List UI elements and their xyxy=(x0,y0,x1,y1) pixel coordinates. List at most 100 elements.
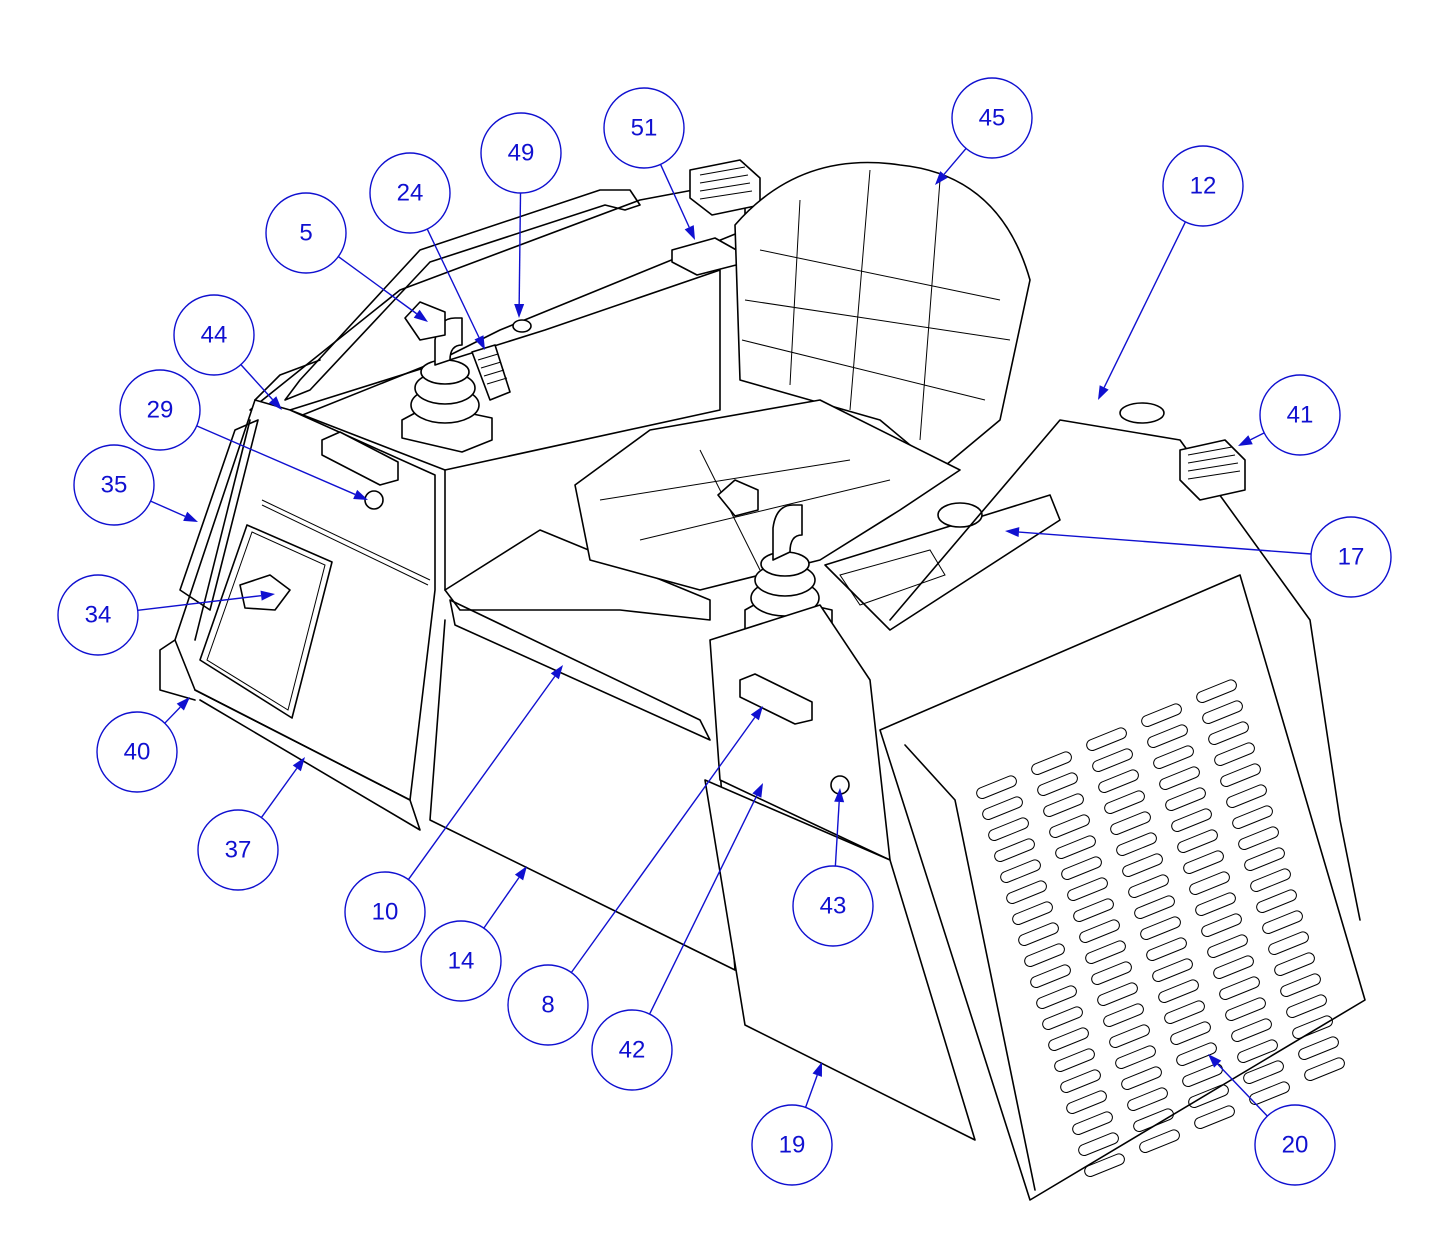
arrowhead xyxy=(1005,527,1020,538)
grille-slot xyxy=(1195,892,1236,917)
grille-slot xyxy=(1237,1039,1278,1064)
right-console-front xyxy=(709,604,891,861)
arrowhead xyxy=(752,783,763,798)
callout-circle xyxy=(1259,374,1341,456)
grille-slot xyxy=(988,817,1029,842)
callout-35: 35 xyxy=(73,444,198,526)
arrowhead xyxy=(514,303,525,318)
grille-slot xyxy=(1304,1057,1345,1082)
right-side-cover xyxy=(889,419,1361,921)
callout-label: 43 xyxy=(820,893,847,920)
pad-51 xyxy=(671,237,741,276)
leader-line xyxy=(1018,531,1312,555)
grille-slot xyxy=(1134,895,1175,920)
callout-circle xyxy=(173,294,255,376)
grille-slot xyxy=(1177,829,1218,854)
callout-circle xyxy=(73,444,155,526)
grille-20 xyxy=(879,574,1366,1201)
grille-slot xyxy=(1194,1105,1235,1130)
grille-slot xyxy=(1103,1003,1144,1028)
callout-label: 34 xyxy=(85,602,112,629)
right-lower-panel-19 xyxy=(704,779,976,1141)
callout-19: 19 xyxy=(751,1062,833,1186)
callout-circle xyxy=(507,964,589,1046)
grille-slot xyxy=(1244,847,1285,872)
left-joystick xyxy=(401,301,493,453)
callout-label: 45 xyxy=(979,105,1006,132)
leader-line xyxy=(150,500,186,517)
callout-40: 40 xyxy=(96,697,190,793)
leader-line xyxy=(426,228,480,338)
grille-slot xyxy=(1189,871,1230,896)
arrowhead xyxy=(176,697,190,711)
callout-44: 44 xyxy=(173,294,282,410)
callout-label: 41 xyxy=(1287,402,1314,429)
grille-slot xyxy=(1061,856,1102,881)
grille-slot xyxy=(1042,1006,1083,1031)
callout-34: 34 xyxy=(57,574,275,656)
arrowhead xyxy=(413,309,428,322)
grille-slot xyxy=(1214,742,1255,767)
arrowhead xyxy=(550,665,563,680)
grille-slot xyxy=(1170,1021,1211,1046)
grille-slot xyxy=(1104,790,1145,815)
grille-slot xyxy=(1066,1090,1107,1115)
grille-slot xyxy=(976,775,1017,800)
grille-slot xyxy=(1188,1084,1229,1109)
callout-circle xyxy=(751,1104,833,1186)
callout-circle xyxy=(1254,1104,1336,1186)
grille-slot xyxy=(1012,901,1053,926)
callout-label: 35 xyxy=(101,472,128,499)
operator-seat xyxy=(574,161,1031,591)
grille-slot xyxy=(1153,745,1194,770)
grille-slot xyxy=(1000,859,1041,884)
callout-12: 12 xyxy=(1098,145,1244,400)
leader-line xyxy=(260,767,298,818)
grille-slot xyxy=(1067,877,1108,902)
leader-line xyxy=(1103,221,1187,388)
grille-slot xyxy=(1078,1132,1119,1157)
grille-slot xyxy=(1116,832,1157,857)
grille-slot xyxy=(1232,805,1273,830)
grille-slot xyxy=(1060,1069,1101,1094)
callout-circle xyxy=(792,865,874,947)
leader-line xyxy=(648,795,758,1015)
arrowhead xyxy=(834,788,845,803)
grille-slot xyxy=(1268,931,1309,956)
grille-slot xyxy=(1098,769,1139,794)
grille-slot xyxy=(1092,748,1133,773)
grille-slot xyxy=(1084,1153,1125,1178)
callout-circle xyxy=(951,77,1033,159)
callout-label: 20 xyxy=(1282,1132,1309,1159)
leader-line xyxy=(659,164,690,228)
grille-slot xyxy=(1226,784,1267,809)
callout-17: 17 xyxy=(1005,516,1392,598)
grille-slot xyxy=(1006,880,1047,905)
left-lower-panel xyxy=(194,689,421,831)
arrowhead xyxy=(292,757,305,772)
grille-slot xyxy=(1231,1018,1272,1043)
callout-label: 42 xyxy=(619,1037,646,1064)
grille-slot xyxy=(994,838,1035,863)
leader-line xyxy=(196,425,356,496)
grille-slot xyxy=(1249,1081,1290,1106)
callout-45: 45 xyxy=(935,77,1033,185)
grille-slot xyxy=(1183,850,1224,875)
machine-line-drawing xyxy=(159,159,1366,1201)
callout-24: 24 xyxy=(369,152,485,350)
callout-label: 10 xyxy=(372,899,399,926)
leader-line xyxy=(570,716,756,973)
grille-slot xyxy=(1055,835,1096,860)
grille-slot xyxy=(1048,1027,1089,1052)
grille-slot xyxy=(1201,913,1242,938)
arrowhead xyxy=(353,489,368,500)
leader-line xyxy=(337,256,418,315)
grille-slot xyxy=(1208,721,1249,746)
grille-slot xyxy=(1037,772,1078,797)
switch-24 xyxy=(471,344,511,401)
callout-43: 43 xyxy=(792,788,874,947)
arrowhead xyxy=(260,590,275,601)
grille-slot xyxy=(1147,724,1188,749)
